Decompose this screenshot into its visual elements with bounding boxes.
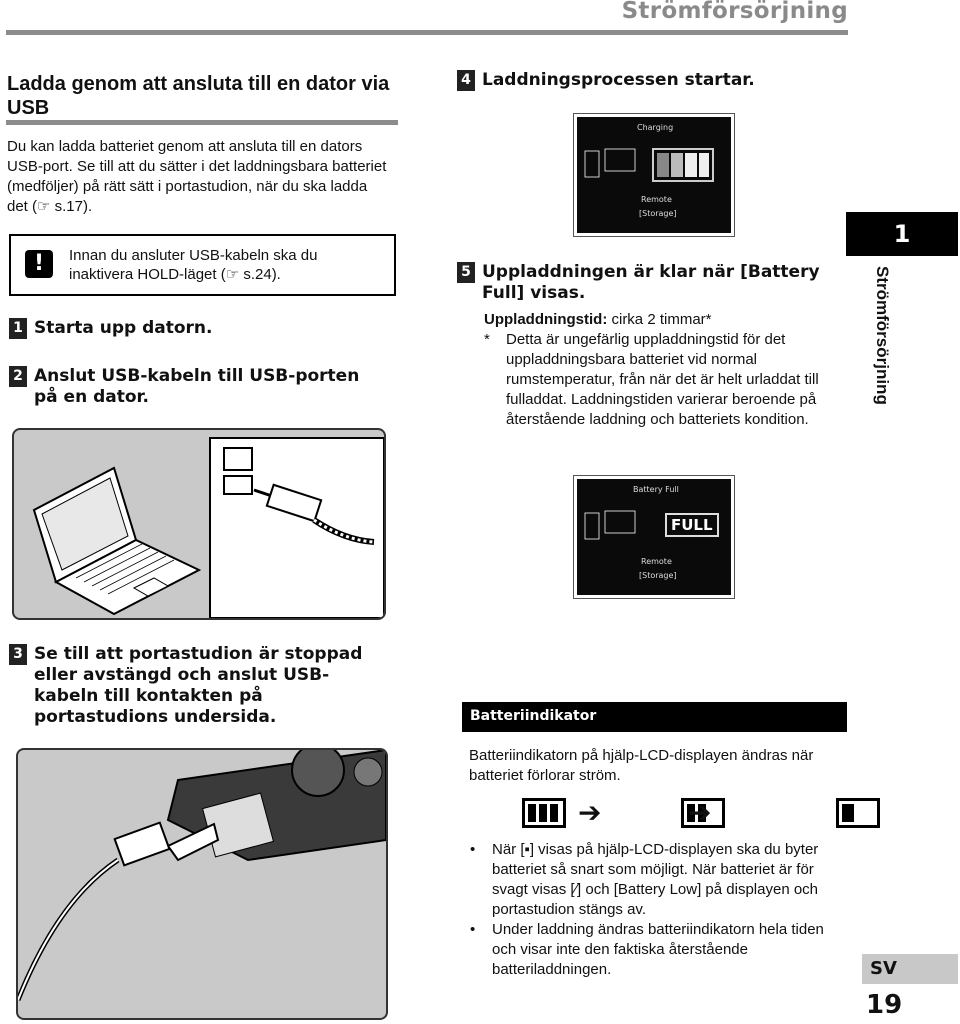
- exclamation-icon: !: [25, 250, 53, 278]
- chapter-title-text: Strömförsörjning: [873, 266, 892, 405]
- step-text: Laddningsprocessen startar.: [482, 70, 755, 90]
- screen-title: Battery Full: [633, 485, 679, 494]
- screen-storage: [Storage]: [639, 571, 677, 580]
- battery-full-screen: Battery Full FULL Remote [Storage]: [573, 475, 735, 599]
- chapter-vertical-title: Strömförsörjning: [862, 266, 902, 416]
- chapter-tab: 1: [846, 212, 958, 256]
- header-rule: [6, 30, 848, 35]
- step-5: 5 Uppladdningen är klar när [Battery Full…: [457, 262, 842, 304]
- list-item: När [▪] visas på hjälp-LCD-displayen ska…: [464, 840, 836, 920]
- charge-time: Uppladdningstid: cirka 2 timmar*: [484, 310, 844, 330]
- intro-paragraph: Du kan ladda batteriet genom att ansluta…: [7, 138, 387, 215]
- step-number: 4: [457, 70, 475, 91]
- laptop-usb-illustration: [12, 428, 386, 620]
- page-header-title: Strömförsörjning: [621, 0, 848, 24]
- step-1: 1 Starta upp datorn.: [9, 318, 389, 339]
- step-2: 2 Anslut USB-kabeln till USB-porten på en…: [9, 366, 389, 408]
- full-label: FULL: [665, 513, 719, 537]
- list-item: Under laddning ändras batteriindikatorn …: [464, 920, 836, 980]
- battery-low-icon: [836, 798, 881, 828]
- charging-screen: Charging Remote [Storage]: [573, 113, 735, 237]
- language-tag: SV: [862, 954, 958, 984]
- screen-storage: [Storage]: [639, 209, 677, 218]
- battery-panel-title: Batteriindikator: [462, 702, 847, 730]
- page-number: 19: [866, 990, 903, 1020]
- note-text: Detta är ungefärlig uppladdningstid för …: [506, 331, 819, 428]
- device-usb-illustration: [16, 748, 388, 1020]
- arrow-right-icon: ➔: [688, 796, 712, 829]
- note-marker: *: [484, 331, 490, 348]
- step-text: Anslut USB-kabeln till USB-porten på en …: [34, 366, 360, 407]
- battery-medium-icon: [681, 798, 726, 828]
- arrow-right-icon: ➔: [578, 796, 602, 829]
- battery-bullets: När [▪] visas på hjälp-LCD-displayen ska…: [464, 840, 836, 980]
- charge-time-label: Uppladdningstid:: [484, 311, 608, 328]
- warning-box: ! Innan du ansluter USB-kabeln ska du in…: [9, 234, 396, 296]
- screen-remote: Remote: [641, 195, 672, 204]
- battery-sequence: ➔ ➔: [522, 796, 881, 830]
- warning-text: Innan du ansluter USB-kabeln ska du inak…: [69, 247, 318, 283]
- section-title: Ladda genom att ansluta till en dator vi…: [7, 73, 390, 119]
- step-3: 3 Se till att portastudion är stoppad ell…: [9, 644, 399, 728]
- battery-panel-text: Batteriindikatorn på hjälp-LCD-displayen…: [469, 747, 814, 784]
- step-text: Starta upp datorn.: [34, 318, 213, 338]
- step-number: 5: [457, 262, 475, 283]
- screen-remote: Remote: [641, 557, 672, 566]
- step-text: Se till att portastudion är stoppad elle…: [34, 644, 363, 727]
- step-4: 4 Laddningsprocessen startar.: [457, 70, 847, 91]
- charge-time-value: cirka 2 timmar*: [611, 311, 712, 328]
- step-number: 1: [9, 318, 27, 339]
- screen-title: Charging: [637, 123, 674, 132]
- step-text: Uppladdningen är klar när [Battery Full]…: [482, 262, 820, 303]
- step-number: 2: [9, 366, 27, 387]
- panel-rule: [462, 730, 847, 732]
- battery-full-icon: [522, 798, 566, 828]
- step-number: 3: [9, 644, 27, 665]
- section-rule: [6, 120, 398, 125]
